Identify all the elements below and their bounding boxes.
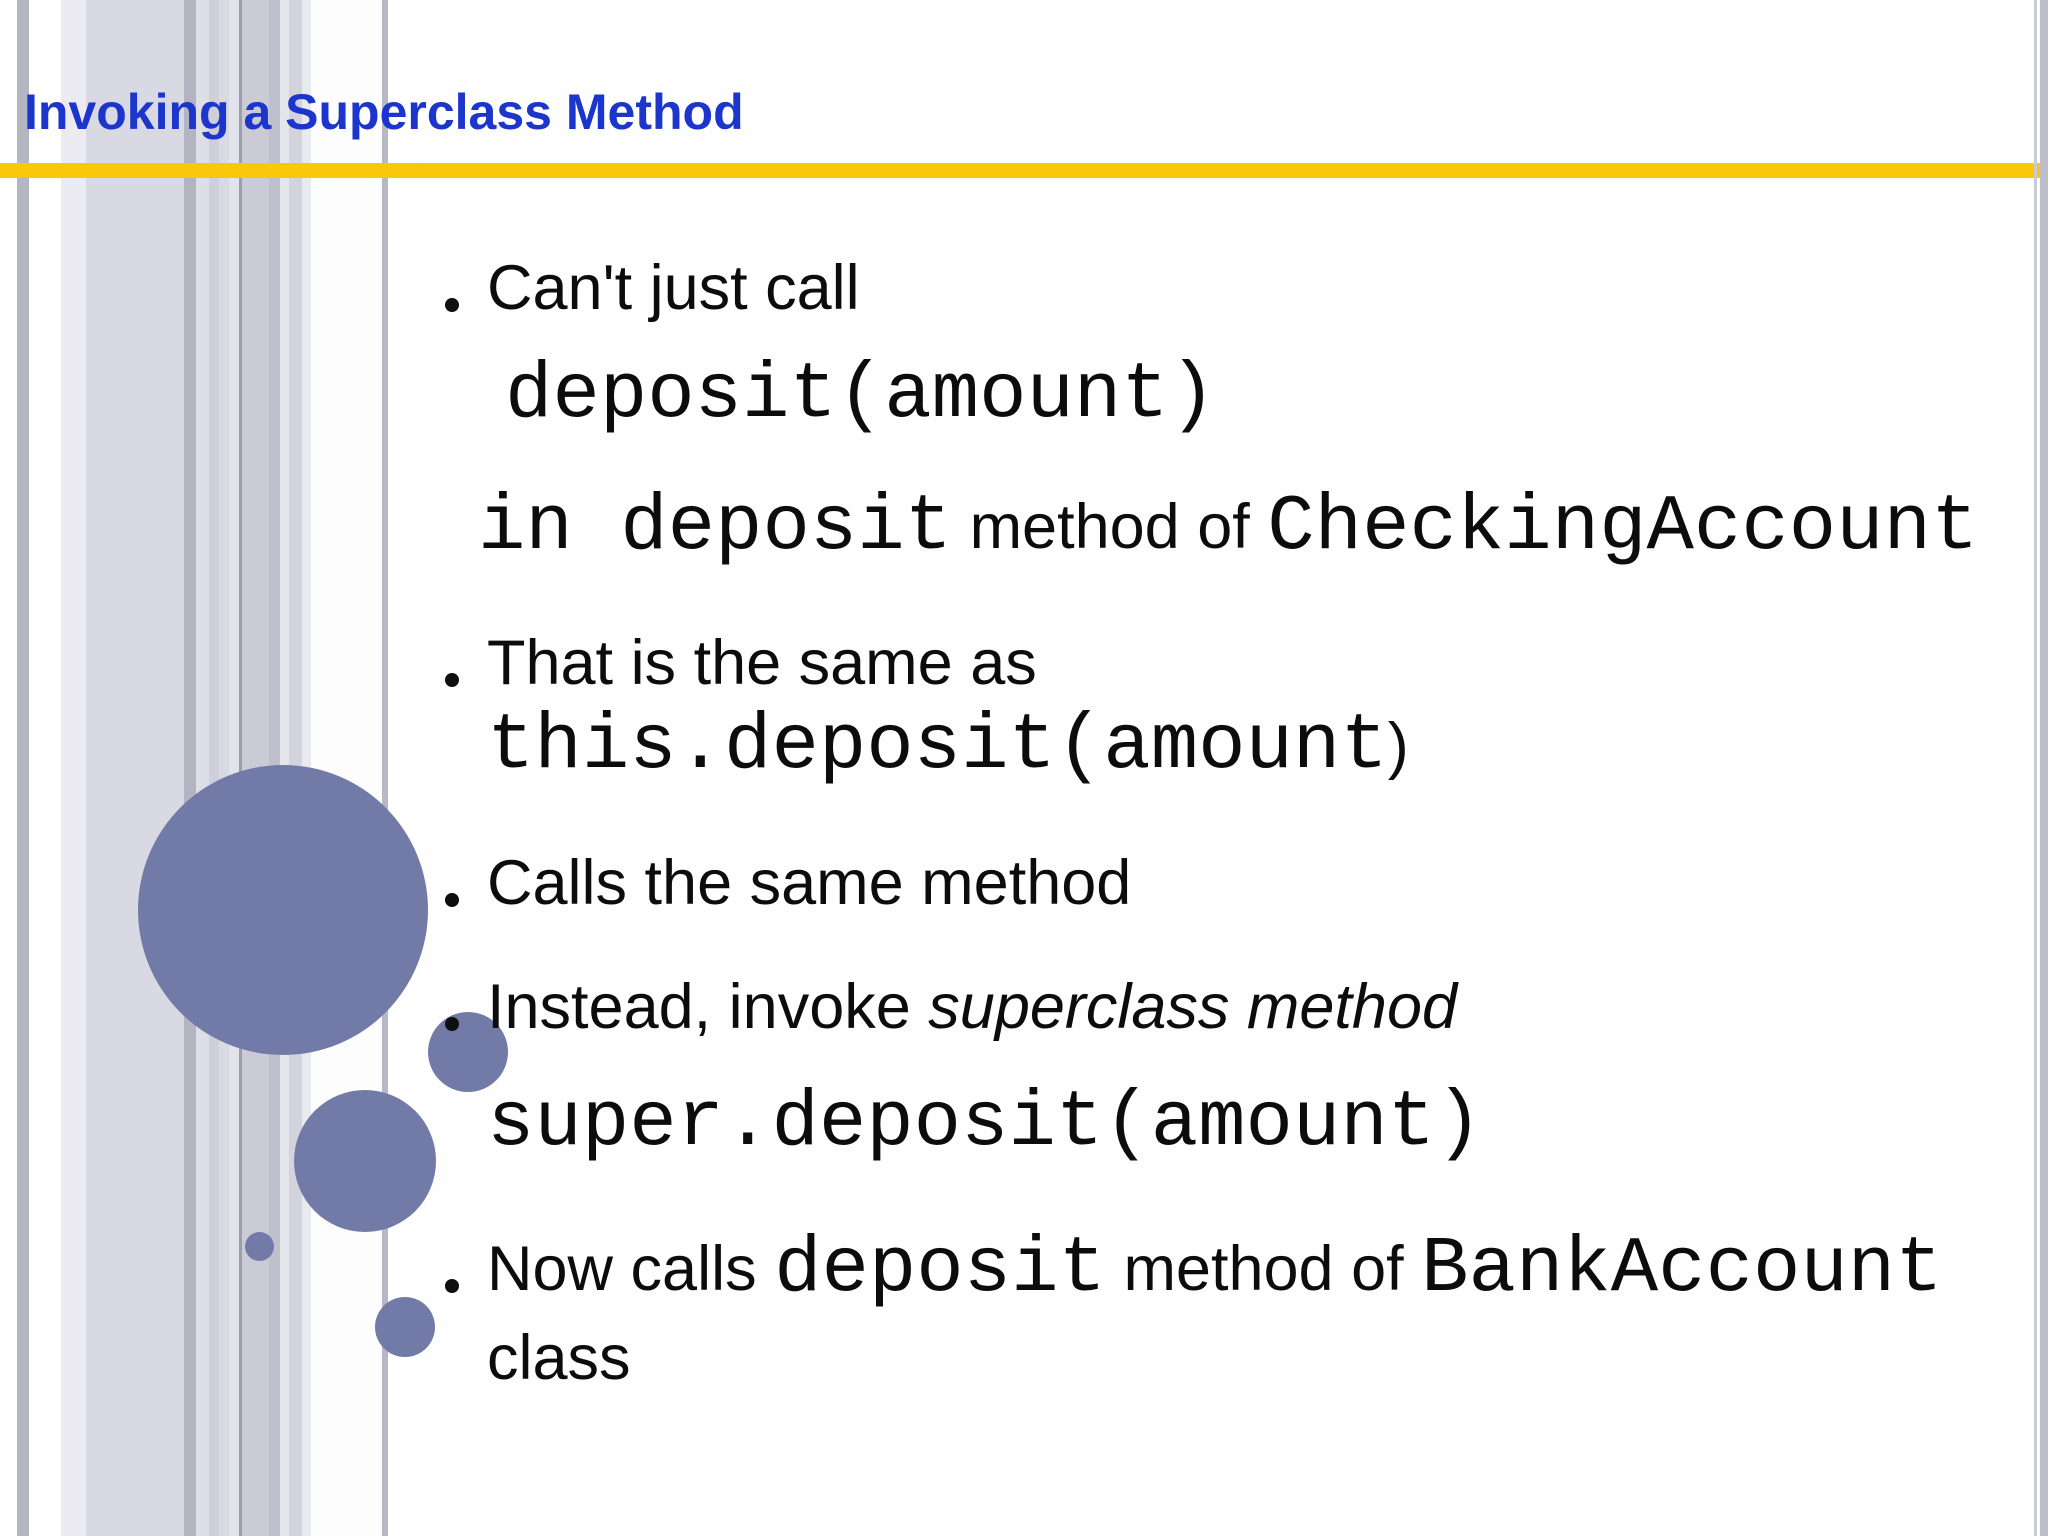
text-line: super.deposit(amount) [487, 1075, 1483, 1188]
bullet-dot [445, 672, 459, 687]
text-segment-sans: class [487, 1323, 631, 1393]
decorative-circle-small [375, 1297, 435, 1357]
decorative-circle-tiny [245, 1232, 274, 1261]
text-line: in deposit method of CheckingAccount [478, 479, 1978, 592]
decorative-circle-large [138, 765, 428, 1055]
decorative-circle-medium-upper [428, 1012, 508, 1092]
decorative-circle-medium-lower [294, 1090, 436, 1232]
text-segment-sans: Now calls [487, 1234, 775, 1304]
slide-title: Invoking a Superclass Method [24, 84, 744, 140]
text-segment-sans: Calls the same method [487, 848, 1132, 918]
text-segment-sans-italic: superclass method [928, 972, 1458, 1042]
bullet-dot [445, 1278, 459, 1293]
text-segment-sans: ) [1387, 711, 1409, 781]
bullet-line: Can't just call [445, 240, 860, 353]
text-line: deposit(amount) [505, 347, 1216, 460]
text-segment-mono: deposit [774, 1224, 1106, 1314]
text-segment-sans: Instead, invoke [487, 972, 929, 1042]
bullet-dot [445, 892, 459, 907]
text-segment-sans: Can't just call [487, 253, 860, 323]
bullet-line: Now calls deposit method of BankAccount [445, 1221, 1943, 1334]
text-segment-mono: this.deposit(amount [487, 701, 1388, 791]
bullet-line: Instead, invoke superclass method [445, 959, 1457, 1072]
text-segment-sans: method of [1105, 1234, 1422, 1304]
text-segment-mono: deposit(amount) [505, 350, 1217, 440]
text-line: this.deposit(amount) [487, 698, 1409, 811]
text-segment-sans: That is the same as [487, 628, 1037, 698]
text-segment-sans: method of [952, 492, 1268, 562]
title-gold-rule [0, 163, 2048, 178]
bullet-line: That is the same as [445, 615, 1037, 728]
bullet-dot [445, 1016, 459, 1031]
slide-background-stripes [0, 0, 420, 1536]
text-segment-mono: super.deposit(amount) [487, 1078, 1483, 1168]
bullet-dot [445, 297, 459, 312]
text-line: class [487, 1310, 631, 1423]
text-segment-mono: CheckingAccount [1267, 482, 1979, 572]
bullet-line: Calls the same method [445, 835, 1131, 948]
text-segment-mono: in deposit [478, 482, 953, 572]
text-segment-mono: BankAccount [1421, 1224, 1943, 1314]
right-edge-band [2040, 0, 2048, 1536]
right-edge-line [2034, 0, 2037, 1536]
